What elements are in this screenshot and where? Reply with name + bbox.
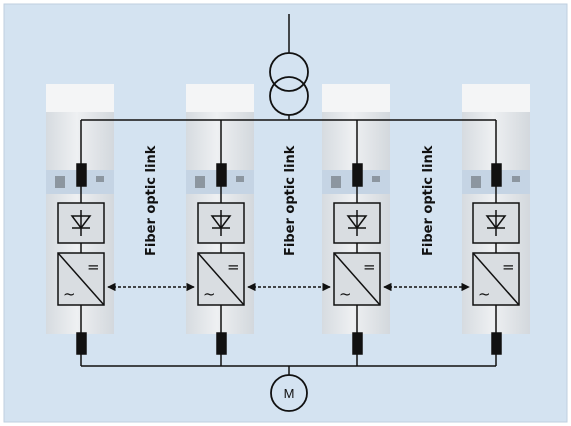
dc-symbol: =	[502, 258, 515, 276]
diode-icon	[346, 210, 368, 236]
motor-label: M	[284, 386, 295, 401]
fuse	[216, 163, 227, 187]
ac-symbol: ~	[203, 285, 216, 303]
drive-chain-0	[57, 120, 105, 366]
diode-icon	[210, 210, 232, 236]
fiber-link-label-1: Fiber optic link	[283, 145, 298, 256]
cabinet-top	[46, 84, 114, 112]
ac-symbol: ~	[63, 285, 76, 303]
fuse	[352, 163, 363, 187]
cabinet-top	[322, 84, 390, 112]
dc-symbol: =	[363, 258, 376, 276]
drive-chain-1	[197, 120, 245, 366]
dc-symbol: =	[227, 258, 240, 276]
fiber-link-label-0: Fiber optic link	[144, 145, 159, 256]
ac-symbol: ~	[478, 285, 491, 303]
drive-chain-3	[472, 120, 520, 366]
motor-icon: M	[270, 374, 308, 412]
inverter-icon	[57, 252, 105, 306]
inverter-icon	[197, 252, 245, 306]
fuse	[216, 332, 227, 355]
cabinet-top	[462, 84, 530, 112]
inverter-symbols: = ~ = ~ = ~ = ~	[63, 258, 515, 303]
fiber-link-label-2: Fiber optic link	[421, 145, 436, 256]
diode-icon	[70, 210, 92, 236]
panel-details	[55, 176, 520, 188]
fuse	[76, 163, 87, 187]
inverter-icon	[472, 252, 520, 306]
fuse	[352, 332, 363, 355]
dc-symbol: =	[87, 258, 100, 276]
fuse	[491, 163, 502, 187]
drive-chain-2	[333, 120, 381, 366]
inverter-icon	[333, 252, 381, 306]
fuse	[76, 332, 87, 355]
fuse	[491, 332, 502, 355]
diode-icon	[485, 210, 507, 236]
ac-symbol: ~	[339, 285, 352, 303]
cabinet-top	[186, 84, 254, 112]
